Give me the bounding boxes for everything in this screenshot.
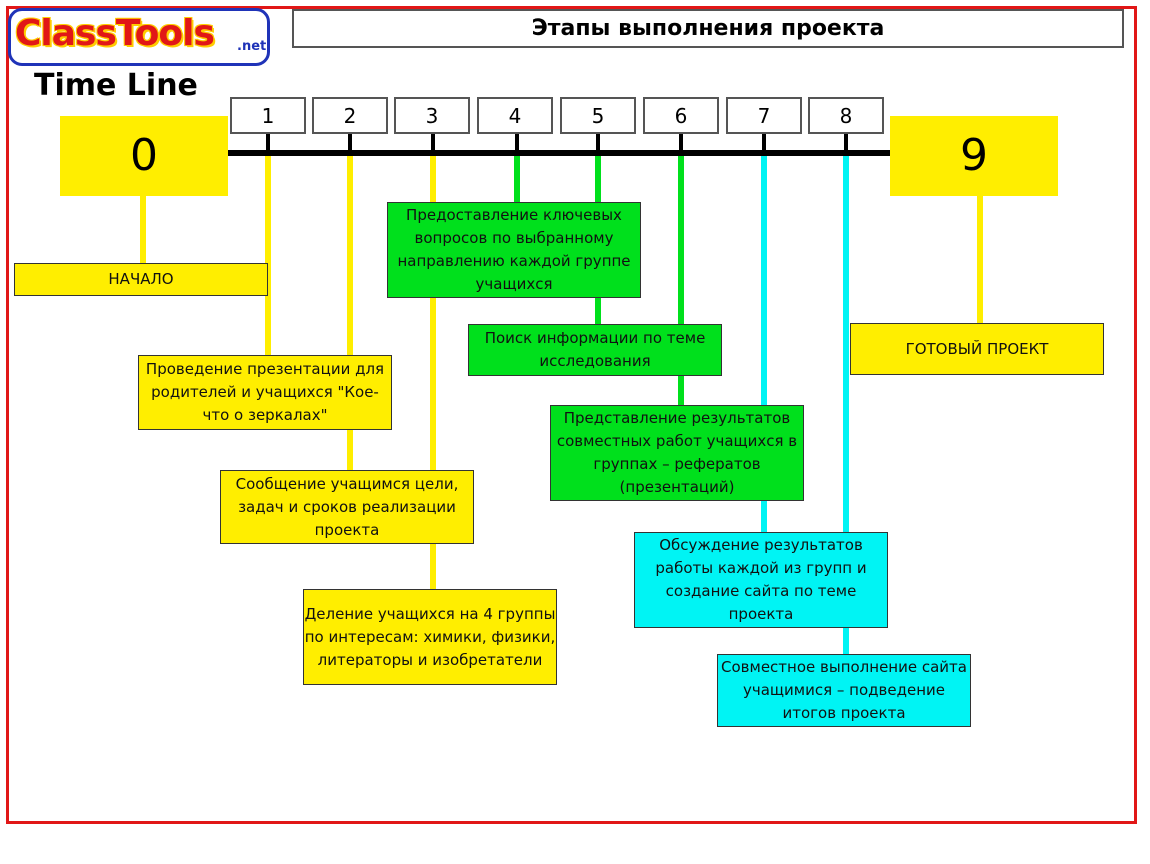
connector-9 — [977, 196, 983, 324]
tick-mark-5 — [596, 134, 600, 150]
event-3: Деление учащихся на 4 группы по интереса… — [303, 589, 557, 685]
tick-label-3: 3 — [394, 97, 470, 134]
tick-mark-7 — [762, 134, 766, 150]
tick-mark-3 — [431, 134, 435, 150]
event-1: Проведение презентации для родителей и у… — [138, 355, 392, 430]
event-6: Представление результатов совместных раб… — [550, 405, 804, 501]
connector-3 — [430, 152, 436, 590]
event-8: Совместное выполнение сайта учащимися – … — [717, 654, 971, 727]
subtitle: Time Line — [34, 68, 198, 103]
page-frame — [6, 6, 1137, 824]
connector-4 — [514, 152, 520, 202]
tick-label-5: 5 — [560, 97, 636, 134]
tick-label-2: 2 — [312, 97, 388, 134]
connector-7 — [761, 152, 767, 532]
classtools-logo[interactable]: ClassTools .net — [8, 8, 270, 66]
tick-label-1: 1 — [230, 97, 306, 134]
logo-suffix: .net — [237, 39, 267, 54]
event-start: НАЧАЛО — [14, 263, 268, 296]
tick-mark-4 — [515, 134, 519, 150]
timeline-title: Этапы выполнения проекта — [292, 9, 1124, 48]
timeline-axis — [226, 150, 892, 156]
start-marker: 0 — [60, 116, 228, 196]
tick-label-8: 8 — [808, 97, 884, 134]
tick-label-4: 4 — [477, 97, 553, 134]
end-marker: 9 — [890, 116, 1058, 196]
event-2: Сообщение учащимся цели, задач и сроков … — [220, 470, 474, 544]
connector-0 — [140, 196, 146, 264]
event-end: ГОТОВЫЙ ПРОЕКТ — [850, 323, 1104, 375]
logo-text: ClassTools — [15, 13, 215, 54]
event-4: Предоставление ключевых вопросов по выбр… — [387, 202, 641, 298]
tick-mark-8 — [844, 134, 848, 150]
tick-mark-6 — [679, 134, 683, 150]
event-7: Обсуждение результатов работы каждой из … — [634, 532, 888, 628]
tick-label-7: 7 — [726, 97, 802, 134]
connector-2 — [347, 152, 353, 470]
connector-1 — [265, 152, 271, 355]
tick-mark-1 — [266, 134, 270, 150]
tick-mark-2 — [348, 134, 352, 150]
tick-label-6: 6 — [643, 97, 719, 134]
event-5: Поиск информации по теме исследования — [468, 324, 722, 376]
connector-6 — [678, 152, 684, 406]
connector-8 — [843, 152, 849, 654]
